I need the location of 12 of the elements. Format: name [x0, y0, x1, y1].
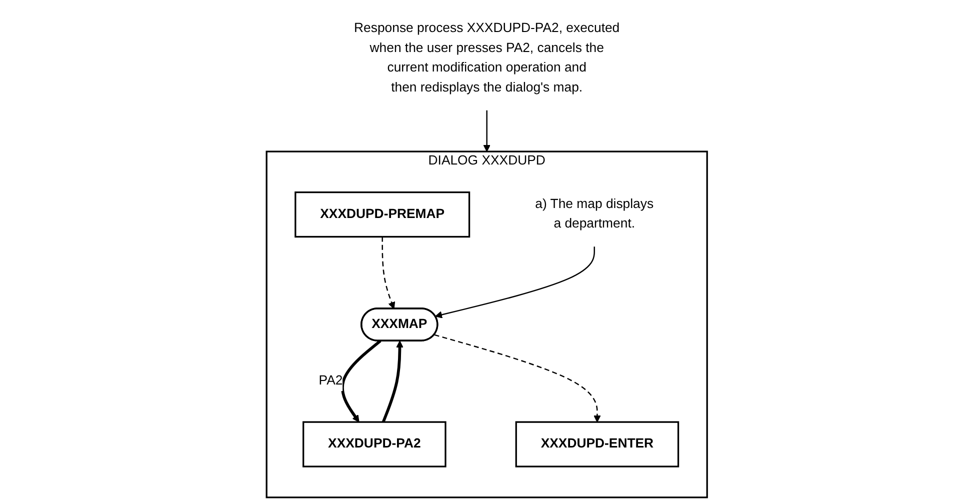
arrow	[382, 340, 404, 423]
node-box: XXXDUPD-PA2	[302, 421, 446, 468]
node-box: XXXDUPD-PREMAP	[294, 191, 470, 238]
node-text: Response process XXXDUPD-PA2, executed when the user presses PA2, cancels the current modification operation and then redisplays the dialog's map.	[354, 21, 620, 95]
node-text: a) The map displays a department.	[534, 197, 654, 231]
arrow	[340, 340, 381, 422]
node-box: XXXDUPD-ENTER	[514, 421, 679, 468]
arrow	[381, 236, 395, 310]
arrow	[434, 334, 600, 422]
edge-label: PA2	[318, 374, 342, 388]
arrow	[434, 246, 595, 318]
arrow	[482, 110, 490, 152]
